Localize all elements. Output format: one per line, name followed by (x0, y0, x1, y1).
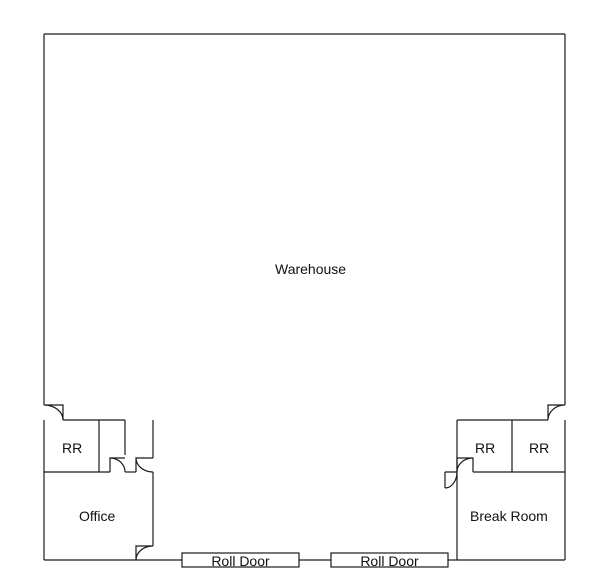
door-swing-rr-left (109, 457, 126, 473)
rr-left-label: RR (62, 440, 83, 456)
rr-right-1-label: RR (475, 440, 496, 456)
roll-door-2-label: Roll Door (360, 553, 419, 569)
door-swing-right-top (547, 404, 566, 421)
door-swing-left-top (43, 404, 64, 421)
rr-right-2-label: RR (529, 440, 550, 456)
door-swing-break-room (444, 471, 458, 489)
warehouse-label: Warehouse (275, 261, 347, 277)
break-room-label: Break Room (470, 508, 548, 524)
door-swing-rr-right (456, 457, 474, 473)
roll-door-1-frame (181, 552, 300, 568)
door-swing-office-lower (135, 545, 154, 561)
office-label: Office (79, 508, 116, 524)
roll-door-2-frame (330, 552, 449, 568)
roll-door-1-label: Roll Door (211, 553, 270, 569)
door-swing-office-upper (135, 457, 154, 473)
